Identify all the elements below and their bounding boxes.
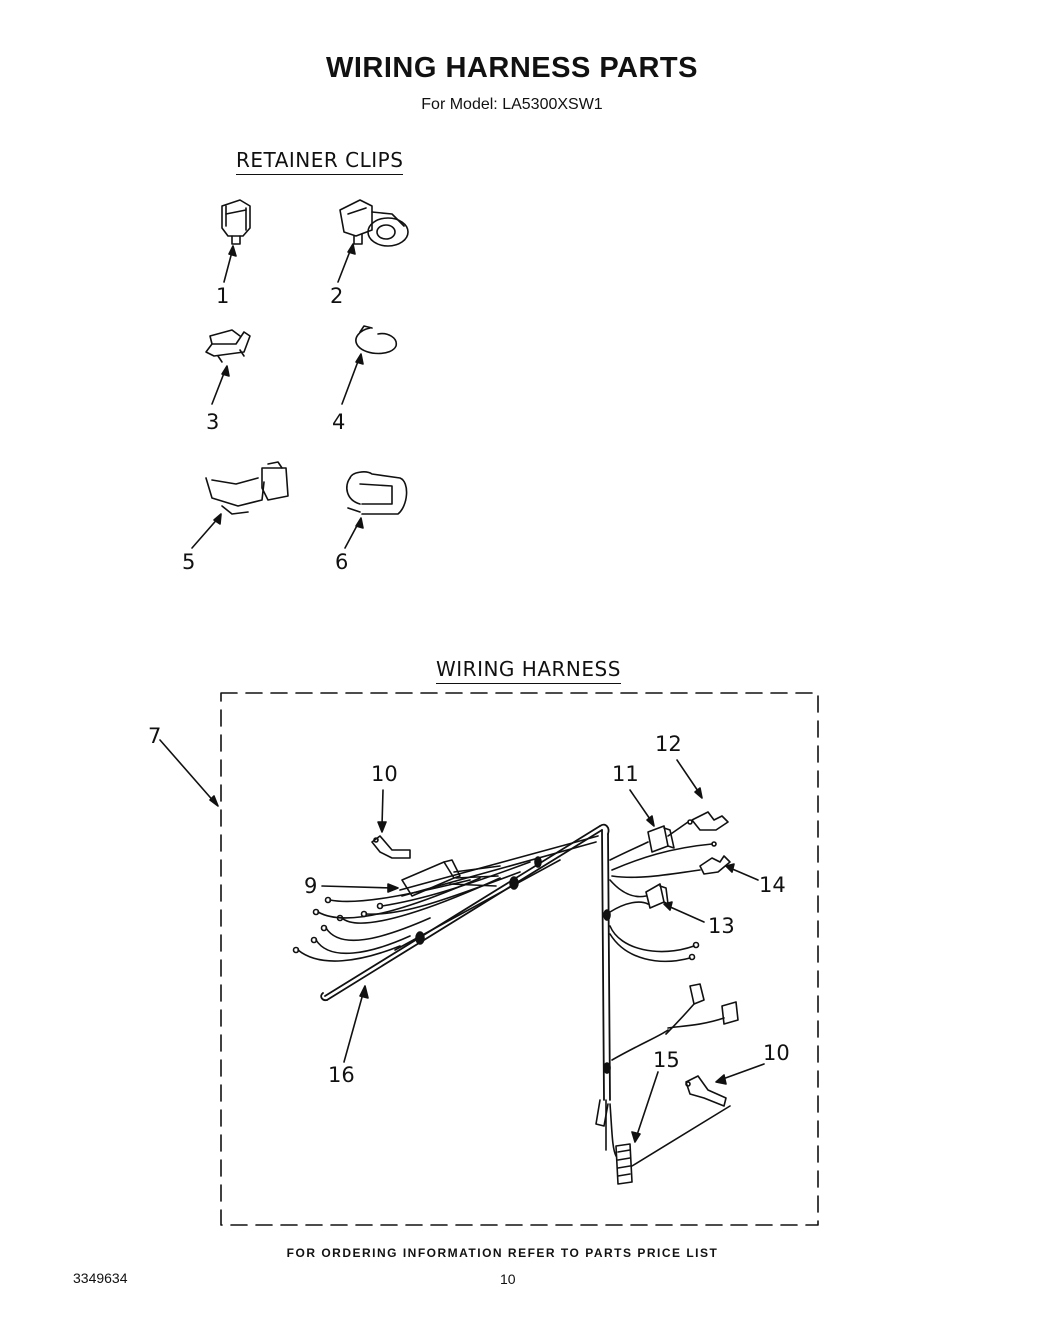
callout-part-12: 12 [655, 732, 682, 756]
clip-part-3 [205, 329, 251, 363]
leader-part-14 [729, 867, 759, 881]
connector-part-13 [609, 879, 669, 913]
harness-boundary-box [220, 692, 819, 1226]
callout-part-11: 11 [612, 762, 639, 786]
callout-part-5: 5 [182, 550, 196, 574]
model-line: For Model: LA5300XSW1 [421, 96, 603, 113]
arrow-part-7 [159, 739, 217, 805]
leader-part-10-lower [719, 1063, 765, 1081]
callout-part-15: 15 [653, 1048, 680, 1072]
leader-part-13 [667, 905, 705, 923]
callout-part-4: 4 [332, 410, 346, 434]
callout-part-10-lower: 10 [763, 1041, 790, 1065]
page-number: 10 [500, 1271, 516, 1287]
terminal-part-12 [687, 811, 729, 831]
callout-part-16: 16 [328, 1063, 355, 1087]
leader-part-16 [343, 989, 365, 1063]
bundle-tie [509, 876, 519, 890]
harness-upper-bundle [399, 835, 599, 891]
leader-part-10-upper [381, 789, 384, 827]
terminal-part-10-lower [685, 1075, 727, 1107]
callout-part-3: 3 [206, 410, 220, 434]
leader-part-12 [676, 759, 701, 795]
section-heading-wiring-harness: WIRING HARNESS [436, 657, 621, 684]
leader-part-15 [635, 1071, 659, 1139]
page-title: WIRING HARNESS PARTS [326, 52, 698, 84]
callout-part-2: 2 [330, 284, 344, 308]
arrow-part-4 [341, 355, 361, 405]
callout-part-1: 1 [216, 284, 230, 308]
callout-part-6: 6 [335, 550, 349, 574]
document-number: 3349634 [73, 1270, 128, 1286]
callout-part-10-upper: 10 [371, 762, 398, 786]
callout-part-7: 7 [148, 724, 162, 748]
connector-part-15 [595, 1099, 731, 1185]
harness-wire-leads-left [292, 861, 531, 962]
harness-main-trunk [320, 823, 611, 1101]
clip-part-2 [339, 199, 409, 247]
callout-part-9: 9 [304, 874, 318, 898]
callout-part-13: 13 [708, 914, 735, 938]
terminal-part-10-upper [371, 835, 411, 859]
clip-part-6 [346, 471, 408, 515]
clip-part-1 [221, 199, 251, 245]
leader-part-11 [629, 789, 653, 823]
harness-wire-leads-right [609, 925, 739, 1061]
ordering-info-note: FOR ORDERING INFORMATION REFER TO PARTS … [286, 1246, 719, 1260]
callout-part-14: 14 [759, 873, 786, 897]
section-heading-retainer-clips: RETAINER CLIPS [236, 148, 404, 175]
clip-part-5 [205, 461, 289, 515]
terminal-part-14 [611, 841, 731, 879]
clip-part-4 [355, 325, 398, 355]
leader-part-9 [321, 885, 395, 889]
connector-part-11 [609, 821, 689, 861]
